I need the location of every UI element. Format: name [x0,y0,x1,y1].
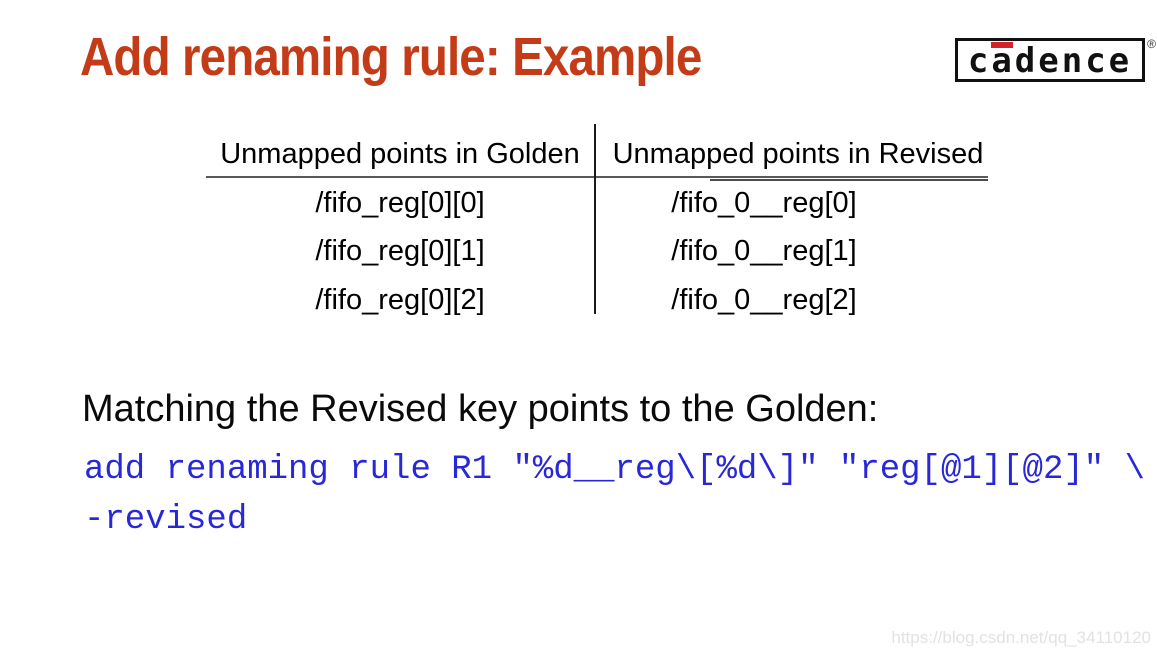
logo-accent-bar [991,42,1013,48]
body-heading: Matching the Revised key points to the G… [82,388,879,430]
cadence-logo: cadence ® [955,37,1156,82]
table-cell-golden-0: /fifo_reg[0][0] [315,187,485,219]
column-header-revised: Unmapped points in Revised [612,138,984,170]
table-cell-golden-2: /fifo_reg[0][2] [315,284,485,316]
registered-trademark-icon: ® [1147,37,1156,51]
code-block: add renaming rule R1 "%d__reg\[%d\]" "re… [84,446,1145,546]
watermark: https://blog.csdn.net/qq_34110120 [891,628,1151,647]
slide-title: Add renaming rule: Example [80,27,702,87]
cadence-logo-text: cadence [967,40,1133,81]
header-underline-right [710,179,988,181]
code-line-1: add renaming rule R1 "%d__reg\[%d\]" "re… [84,451,1145,489]
code-line-2: -revised [84,501,248,539]
table-cell-revised-0: /fifo_0__reg[0] [671,187,857,219]
table-cell-golden-1: /fifo_reg[0][1] [315,235,485,267]
header-underline [206,176,988,178]
column-divider [594,124,596,314]
table-cell-revised-2: /fifo_0__reg[2] [671,284,857,316]
column-header-golden: Unmapped points in Golden [220,138,580,170]
table-cell-revised-1: /fifo_0__reg[1] [671,235,857,267]
